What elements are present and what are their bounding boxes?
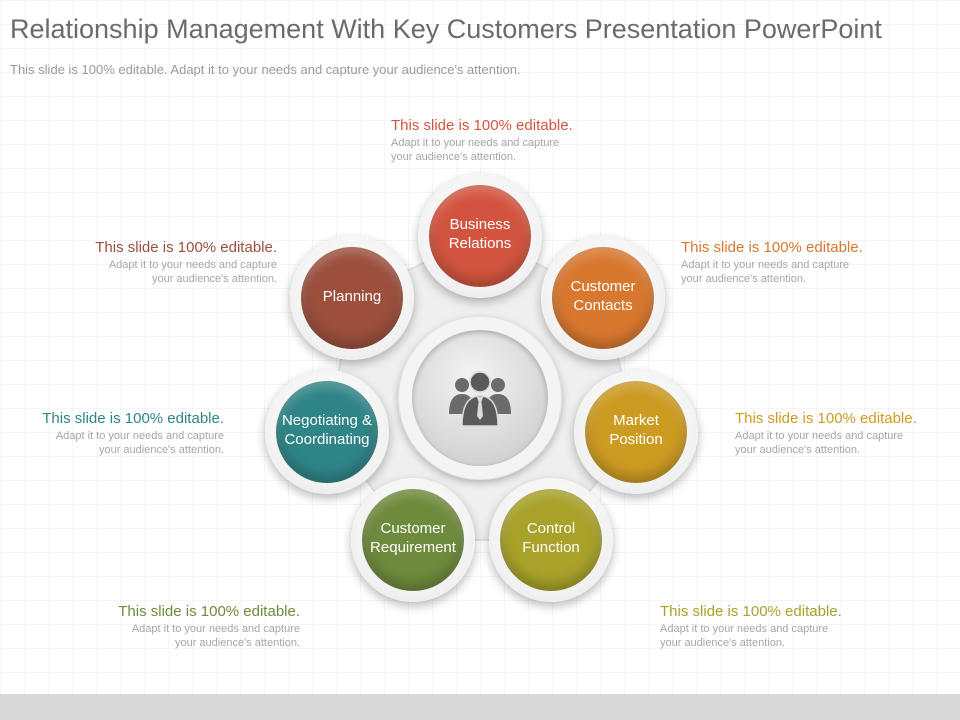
callout-heading: This slide is 100% editable. <box>681 239 863 256</box>
callout-heading: This slide is 100% editable. <box>118 603 300 620</box>
callout-business-relations: This slide is 100% editable. Adapt it to… <box>391 117 651 164</box>
node-label: Planning <box>322 287 382 305</box>
node-negotiating-coordinating: Negotiating & Coordinating <box>265 370 389 494</box>
callout-control-function: This slide is 100% editable. Adapt it to… <box>660 603 920 650</box>
node-planning: Planning <box>290 236 414 360</box>
callout-body: Adapt it to your needs and capture your … <box>735 430 904 456</box>
node-disc: Business Relations <box>429 185 531 287</box>
callout-heading: This slide is 100% editable. <box>42 410 224 427</box>
callout-heading: This slide is 100% editable. <box>95 239 277 256</box>
callout-heading: This slide is 100% editable. <box>391 117 573 134</box>
node-disc: Control Function <box>500 489 602 591</box>
center-hub <box>398 316 562 480</box>
node-customer-contacts: Customer Contacts <box>541 236 665 360</box>
node-disc: Customer Requirement <box>362 489 464 591</box>
node-business-relations: Business Relations <box>418 174 542 298</box>
callout-heading: This slide is 100% editable. <box>660 603 842 620</box>
callout-body: Adapt it to your needs and capture your … <box>681 259 850 285</box>
node-control-function: Control Function <box>489 478 613 602</box>
slide-subtitle: This slide is 100% editable. Adapt it to… <box>10 62 521 77</box>
node-customer-requirement: Customer Requirement <box>351 478 475 602</box>
node-disc: Customer Contacts <box>552 247 654 349</box>
callout-customer-contacts: This slide is 100% editable. Adapt it to… <box>681 239 941 286</box>
callout-body: Adapt it to your needs and capture your … <box>660 623 829 649</box>
callout-body: Adapt it to your needs and capture your … <box>108 259 277 285</box>
node-label: Negotiating & Coordinating <box>281 412 373 448</box>
node-label: Customer Contacts <box>570 278 636 314</box>
node-market-position: Market Position <box>574 370 698 494</box>
callout-planning: This slide is 100% editable. Adapt it to… <box>17 239 277 286</box>
center-hub-disc <box>412 330 548 466</box>
callout-body: Adapt it to your needs and capture your … <box>55 430 224 456</box>
node-label: Control Function <box>522 520 580 556</box>
node-disc: Planning <box>301 247 403 349</box>
callout-body: Adapt it to your needs and capture your … <box>391 137 560 163</box>
node-disc: Market Position <box>585 381 687 483</box>
callout-heading: This slide is 100% editable. <box>735 410 917 427</box>
slide-title: Relationship Management With Key Custome… <box>10 14 882 44</box>
callout-customer-requirement: This slide is 100% editable. Adapt it to… <box>40 603 300 650</box>
callout-negotiating-coordinating: This slide is 100% editable. Adapt it to… <box>0 410 224 457</box>
node-label: Market Position <box>609 412 663 448</box>
callout-body: Adapt it to your needs and capture your … <box>131 623 300 649</box>
node-label: Customer Requirement <box>370 520 456 556</box>
node-disc: Negotiating & Coordinating <box>276 381 378 483</box>
people-group-icon <box>449 371 511 427</box>
node-label: Business Relations <box>448 216 512 252</box>
bottom-bar <box>0 694 960 720</box>
callout-market-position: This slide is 100% editable. Adapt it to… <box>735 410 955 457</box>
